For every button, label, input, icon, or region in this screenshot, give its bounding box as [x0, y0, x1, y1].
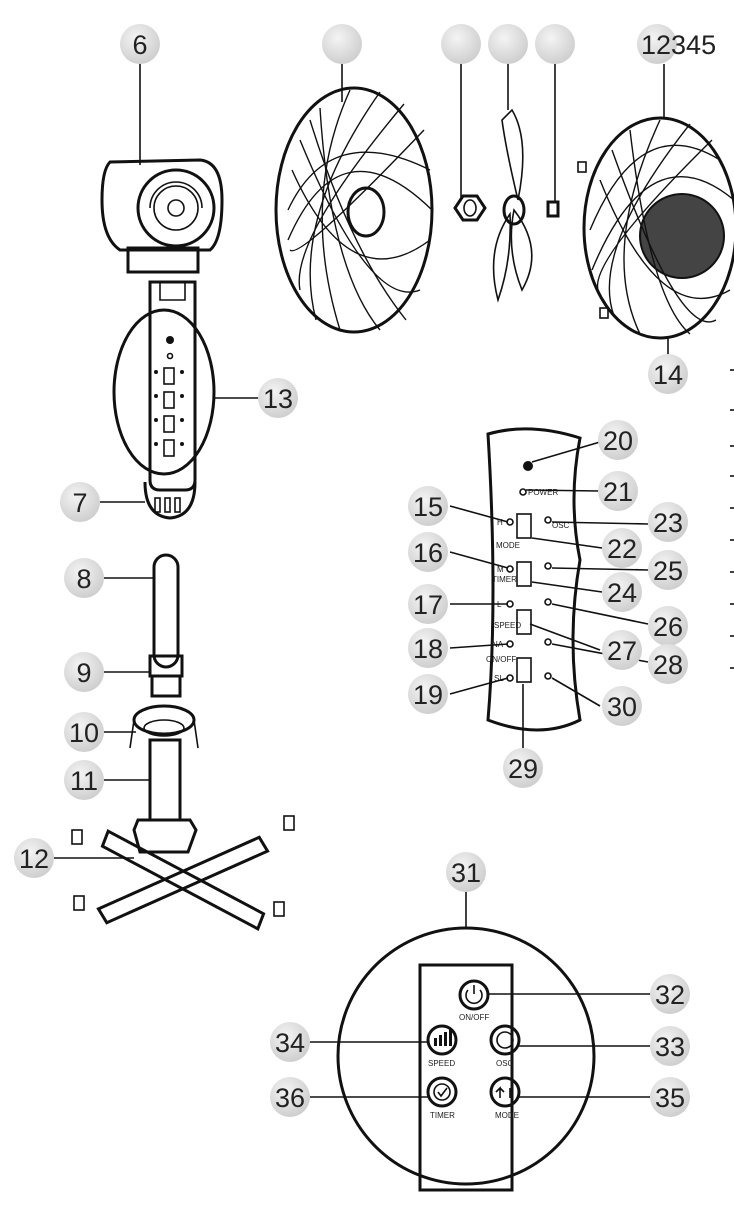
remote-timer-label: TIMER [430, 1111, 455, 1120]
remote-onoff-label: ON/OFF [459, 1013, 489, 1022]
callout-26: 26 [648, 606, 688, 646]
spinner [546, 64, 560, 218]
header-label: 12345 [641, 30, 716, 60]
svg-text:13: 13 [263, 384, 293, 414]
panel-onoff-label: ON/OFF [486, 655, 516, 664]
panel-h-label: H [497, 518, 503, 527]
cross-base [54, 815, 295, 931]
remote-control-detail: ON/OFF SPEED OSC TIMER MODE [310, 892, 650, 1192]
svg-text:11: 11 [70, 766, 98, 796]
blank-callout-3 [488, 24, 528, 64]
callout-30: 30 [602, 686, 642, 726]
blank-callout-2 [441, 24, 481, 64]
svg-text:32: 32 [655, 980, 685, 1010]
svg-text:22: 22 [607, 534, 637, 564]
svg-text:29: 29 [508, 754, 538, 784]
callout-15: 15 [408, 486, 448, 526]
svg-text:36: 36 [275, 1083, 305, 1113]
callout-19: 19 [408, 674, 448, 714]
callout-13: 13 [258, 378, 298, 418]
svg-text:35: 35 [655, 1083, 685, 1113]
control-panel-detail: POWER OSC MODE TIMER SPEED ON/OFF H M L … [449, 427, 649, 748]
svg-text:24: 24 [607, 578, 637, 608]
callout-9: 9 [64, 652, 104, 692]
svg-text:33: 33 [655, 1032, 685, 1062]
fan-blade [492, 64, 533, 303]
svg-text:25: 25 [653, 556, 683, 586]
svg-text:12: 12 [19, 844, 49, 874]
svg-text:26: 26 [653, 612, 683, 642]
front-guard [577, 64, 734, 356]
svg-text:18: 18 [413, 634, 443, 664]
svg-text:16: 16 [413, 538, 443, 568]
panel-mode-label: MODE [496, 541, 520, 550]
callout-18: 18 [408, 628, 448, 668]
panel-power-label: POWER [528, 488, 558, 497]
callout-27: 27 [602, 630, 642, 670]
remote-speed-label: SPEED [428, 1059, 455, 1068]
svg-text:34: 34 [275, 1028, 305, 1058]
svg-text:9: 9 [76, 658, 91, 688]
callout-12: 12 [14, 838, 54, 878]
svg-text:10: 10 [69, 718, 99, 748]
motor-head [100, 62, 224, 274]
svg-text:20: 20 [603, 426, 633, 456]
pole-assembly [104, 553, 199, 854]
svg-text:23: 23 [653, 508, 683, 538]
svg-text:31: 31 [451, 858, 481, 888]
callout-24: 24 [602, 572, 642, 612]
svg-text:21: 21 [603, 477, 633, 507]
callout-10: 10 [64, 712, 104, 752]
svg-text:8: 8 [76, 564, 91, 594]
guard-nut [453, 64, 487, 222]
callout-31: 31 [446, 852, 486, 892]
callout-14: 14 [648, 354, 688, 394]
callout-35: 35 [650, 1077, 690, 1117]
rear-guard [274, 64, 434, 334]
callout-16: 16 [408, 532, 448, 572]
panel-timer-label: TIMER [492, 575, 517, 584]
blank-callout-5 [637, 24, 677, 64]
callout-29: 29 [503, 748, 543, 788]
panel-m-label: M [497, 565, 504, 574]
svg-text:28: 28 [653, 650, 683, 680]
callout-11: 11 [64, 760, 104, 800]
callout-25: 25 [648, 550, 688, 590]
callout-32: 32 [650, 974, 690, 1014]
remote-mode-label: MODE [495, 1111, 519, 1120]
panel-osc-label: OSC [552, 521, 570, 530]
svg-text:14: 14 [653, 360, 683, 390]
panel-sl-label: SL [494, 674, 504, 683]
blank-callout-4 [535, 24, 575, 64]
blank-callout-1 [322, 24, 362, 64]
svg-text:17: 17 [413, 590, 443, 620]
callout-23: 23 [648, 502, 688, 542]
panel-speed-label: SPEED [494, 621, 521, 630]
callout-21: 21 [598, 471, 638, 511]
svg-text:30: 30 [607, 692, 637, 722]
callout-7: 7 [60, 482, 100, 522]
callout-28: 28 [648, 644, 688, 684]
svg-text:15: 15 [413, 492, 443, 522]
right-edge-partial-marks [730, 369, 734, 669]
callout-36: 36 [270, 1077, 310, 1117]
callout-8: 8 [64, 558, 104, 598]
svg-text:7: 7 [72, 488, 87, 518]
callout-17: 17 [408, 584, 448, 624]
callout-6: 6 [120, 24, 160, 64]
remote-osc-label: OSC [496, 1059, 514, 1068]
callout-20: 20 [598, 420, 638, 460]
fan-body-column [100, 280, 260, 520]
svg-text:27: 27 [607, 636, 637, 666]
callout-33: 33 [650, 1026, 690, 1066]
svg-text:6: 6 [132, 30, 147, 60]
callout-22: 22 [602, 528, 642, 568]
svg-text:19: 19 [413, 680, 443, 710]
callout-34: 34 [270, 1022, 310, 1062]
